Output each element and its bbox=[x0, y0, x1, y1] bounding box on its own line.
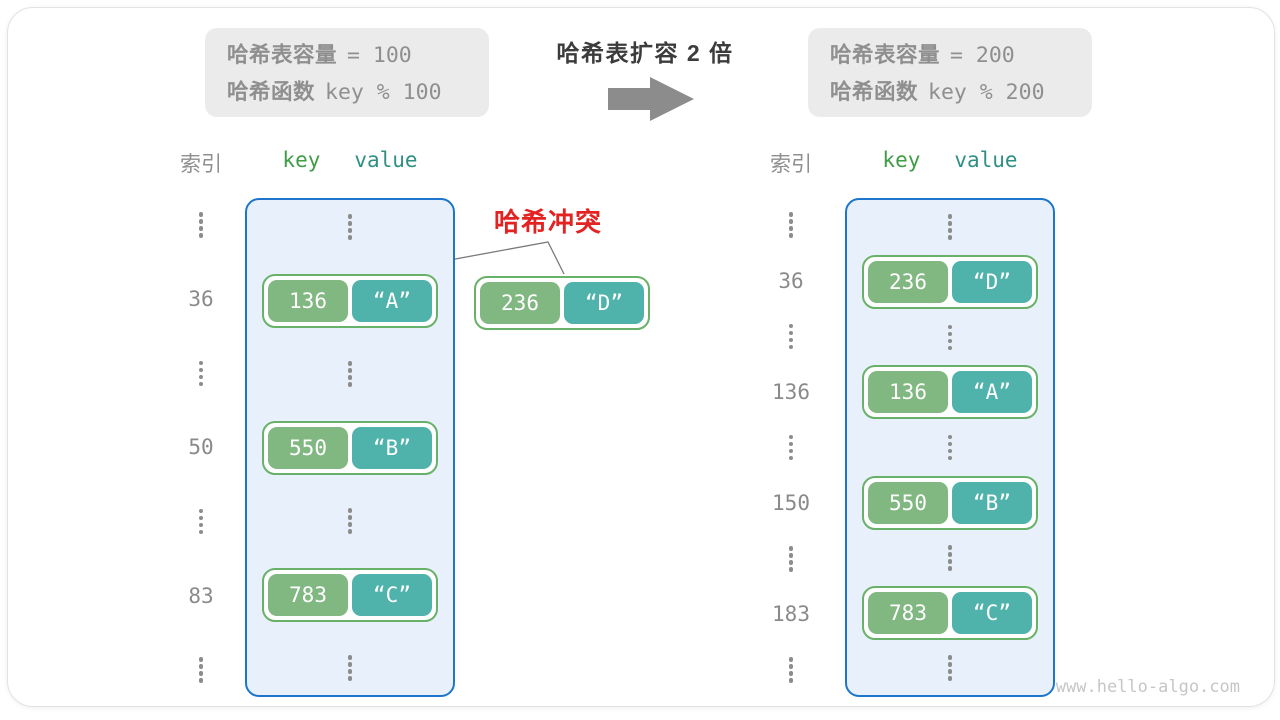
index-label: 50 bbox=[188, 435, 214, 460]
ellipsis-dots bbox=[347, 655, 353, 681]
value-cell: “B” bbox=[952, 481, 1032, 524]
index-dots bbox=[788, 546, 794, 572]
kv-pair: 783“C” bbox=[862, 585, 1038, 640]
hash-function-line: 哈希函数 key % 200 bbox=[830, 74, 1092, 111]
value-cell: “A” bbox=[352, 279, 432, 322]
bucket-dots bbox=[947, 434, 953, 461]
value-header-left: value bbox=[354, 148, 418, 172]
hash-function-value: key % 100 bbox=[325, 80, 442, 105]
index-label: 36 bbox=[188, 287, 214, 312]
index-dots bbox=[198, 657, 204, 683]
key-cell: 236 bbox=[868, 261, 948, 304]
ellipsis-dots bbox=[947, 324, 953, 350]
kv-pair: 236“D” bbox=[862, 255, 1038, 310]
page-title: 哈希表扩容 2 倍 bbox=[556, 40, 734, 66]
ellipsis-dots bbox=[788, 434, 794, 461]
key-header-left: key bbox=[282, 148, 321, 172]
index-header-left: 索引 bbox=[180, 153, 222, 176]
bucket-dots bbox=[347, 508, 353, 534]
ellipsis-dots bbox=[347, 361, 353, 387]
ellipsis-dots bbox=[788, 323, 794, 349]
collision-key-cell: 236 bbox=[480, 282, 560, 324]
bucket-dots bbox=[947, 214, 953, 240]
hash-function-label: 哈希函数 bbox=[830, 80, 919, 104]
key-cell: 550 bbox=[868, 481, 948, 524]
key-cell: 136 bbox=[268, 279, 348, 322]
kv-pair: 550“B” bbox=[262, 420, 438, 475]
key-cell: 136 bbox=[868, 371, 948, 414]
bucket-dots bbox=[347, 655, 353, 681]
capacity-line: 哈希表容量 = 200 bbox=[830, 37, 1092, 74]
kv-pair: 783“C” bbox=[262, 567, 438, 622]
value-cell: “B” bbox=[352, 426, 432, 469]
bucket-dots bbox=[947, 655, 953, 681]
ellipsis-dots bbox=[198, 212, 204, 238]
index-dots bbox=[788, 212, 794, 238]
capacity-line: 哈希表容量 = 100 bbox=[227, 37, 489, 74]
ellipsis-dots bbox=[788, 212, 794, 238]
ellipsis-dots bbox=[198, 657, 204, 683]
arrow-right-icon bbox=[606, 75, 696, 125]
ellipsis-dots bbox=[788, 546, 794, 572]
ellipsis-dots bbox=[947, 434, 953, 461]
index-dots bbox=[788, 657, 794, 683]
capacity-box-before: 哈希表容量 = 100 哈希函数 key % 100 bbox=[205, 28, 489, 117]
index-dots bbox=[198, 508, 204, 535]
index-label: 150 bbox=[772, 491, 810, 516]
index-label: 183 bbox=[772, 602, 810, 627]
index-dots bbox=[198, 360, 204, 387]
diagram-card bbox=[7, 7, 1275, 707]
bucket-dots bbox=[347, 214, 353, 240]
kv-header-left: key value bbox=[245, 148, 455, 172]
value-cell: “D” bbox=[952, 261, 1032, 304]
value-cell: “C” bbox=[952, 591, 1032, 634]
index-column-left: 36 50 83 bbox=[161, 198, 241, 697]
value-header-right: value bbox=[954, 148, 1018, 172]
watermark: www.hello-algo.com bbox=[1055, 677, 1240, 697]
key-cell: 783 bbox=[868, 591, 948, 634]
ellipsis-dots bbox=[947, 214, 953, 240]
index-dots bbox=[788, 323, 794, 349]
capacity-value: = 100 bbox=[347, 43, 412, 68]
value-cell: “A” bbox=[952, 371, 1032, 414]
ellipsis-dots bbox=[198, 360, 204, 387]
ellipsis-dots bbox=[947, 545, 953, 571]
ellipsis-dots bbox=[788, 657, 794, 683]
bucket-dots bbox=[947, 324, 953, 350]
ellipsis-dots bbox=[347, 214, 353, 240]
index-dots bbox=[198, 212, 204, 238]
capacity-box-after: 哈希表容量 = 200 哈希函数 key % 200 bbox=[808, 28, 1092, 117]
index-label: 36 bbox=[778, 268, 804, 293]
kv-pair: 136“A” bbox=[262, 273, 438, 328]
kv-pair: 136“A” bbox=[862, 365, 1038, 420]
hash-function-value: key % 200 bbox=[928, 80, 1045, 105]
key-cell: 550 bbox=[268, 426, 348, 469]
collision-label: 哈希冲突 bbox=[493, 207, 602, 237]
bucket-array-left: 136“A” 550“B” 783“C” bbox=[245, 198, 455, 697]
index-label: 83 bbox=[188, 583, 214, 608]
value-cell: “C” bbox=[352, 573, 432, 616]
bucket-dots bbox=[947, 545, 953, 571]
hash-function-label: 哈希函数 bbox=[227, 80, 316, 104]
index-header-right: 索引 bbox=[770, 153, 812, 176]
capacity-label: 哈希表容量 bbox=[227, 43, 338, 67]
index-label: 136 bbox=[772, 379, 810, 404]
capacity-label: 哈希表容量 bbox=[830, 43, 941, 67]
ellipsis-dots bbox=[347, 508, 353, 534]
collision-pair: 236 “D” bbox=[474, 276, 650, 330]
ellipsis-dots bbox=[947, 655, 953, 681]
key-header-right: key bbox=[882, 148, 921, 172]
kv-header-right: key value bbox=[845, 148, 1055, 172]
hash-function-line: 哈希函数 key % 100 bbox=[227, 74, 489, 111]
capacity-value: = 200 bbox=[950, 43, 1015, 68]
key-cell: 783 bbox=[268, 573, 348, 616]
ellipsis-dots bbox=[198, 508, 204, 535]
index-dots bbox=[788, 434, 794, 461]
bucket-dots bbox=[347, 361, 353, 387]
collision-value-cell: “D” bbox=[564, 282, 644, 324]
index-column-right: 36 136 150 183 bbox=[751, 198, 831, 697]
bucket-array-right: 236“D” 136“A” 550“B” 783“C” bbox=[845, 198, 1055, 697]
kv-pair: 550“B” bbox=[862, 475, 1038, 530]
